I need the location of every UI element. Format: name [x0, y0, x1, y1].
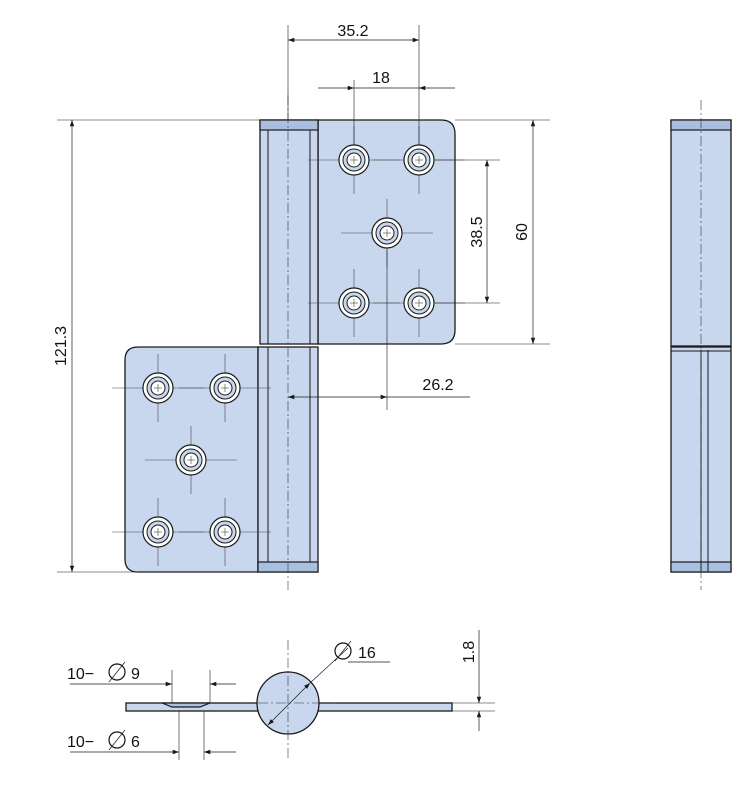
dimension-label: 38.5 — [469, 216, 486, 247]
hole-countersunk — [112, 498, 204, 566]
dimension-hole-pitch-vertical: 38.5 — [435, 159, 500, 304]
dimension-hole-pitch-horizontal: 18 — [318, 70, 455, 145]
dimension-label: 1.8 — [461, 641, 478, 663]
dimension-top-width: 35.2 — [287, 23, 420, 145]
hole-countersunk — [373, 269, 465, 337]
dimension-label: 60 — [514, 223, 531, 241]
hole-countersunk — [308, 269, 400, 337]
hole-countersunk — [179, 354, 271, 422]
hole-countersunk — [179, 498, 271, 566]
dimension-through-holes: 10− 6 — [67, 711, 236, 760]
dimension-countersink-holes: 10− 9 — [67, 661, 236, 703]
diameter-symbol-icon — [108, 731, 126, 749]
dimension-pin-offset: 26.2 — [288, 250, 470, 410]
dimension-label: 9 — [131, 666, 140, 683]
hole-countersunk — [341, 199, 433, 267]
dimension-total-height: 121.3 — [53, 119, 260, 573]
side-view — [670, 100, 732, 590]
dimension-label: 35.2 — [337, 23, 368, 40]
hole-countersunk — [112, 354, 204, 422]
dimension-label: 16 — [358, 645, 376, 662]
front-view: 35.2 18 38.5 60 121.3 — [53, 23, 550, 590]
dimension-label: 6 — [131, 734, 140, 751]
dimension-label: 121.3 — [53, 326, 70, 366]
diameter-symbol-icon — [108, 663, 126, 681]
diameter-symbol-icon — [334, 642, 352, 660]
hole-countersunk — [373, 126, 465, 194]
dimension-pin-diameter: 16 — [267, 640, 390, 726]
dimension-label: 10− — [67, 734, 94, 751]
upper-knuckle — [259, 119, 319, 345]
lower-leaf-holes — [112, 354, 271, 566]
bottom-view: 16 1.8 10− 9 10− — [67, 630, 495, 760]
dimension-leaf-height: 60 — [455, 119, 550, 345]
dimension-label: 18 — [372, 70, 390, 87]
dimension-label: 26.2 — [422, 377, 453, 394]
hole-countersunk — [145, 426, 237, 494]
countersink-section — [161, 702, 211, 708]
upper-leaf-holes — [308, 126, 465, 337]
dimension-thickness: 1.8 — [452, 630, 495, 731]
dimension-label: 10− — [67, 666, 94, 683]
upper-knuckle-cap — [259, 119, 319, 131]
